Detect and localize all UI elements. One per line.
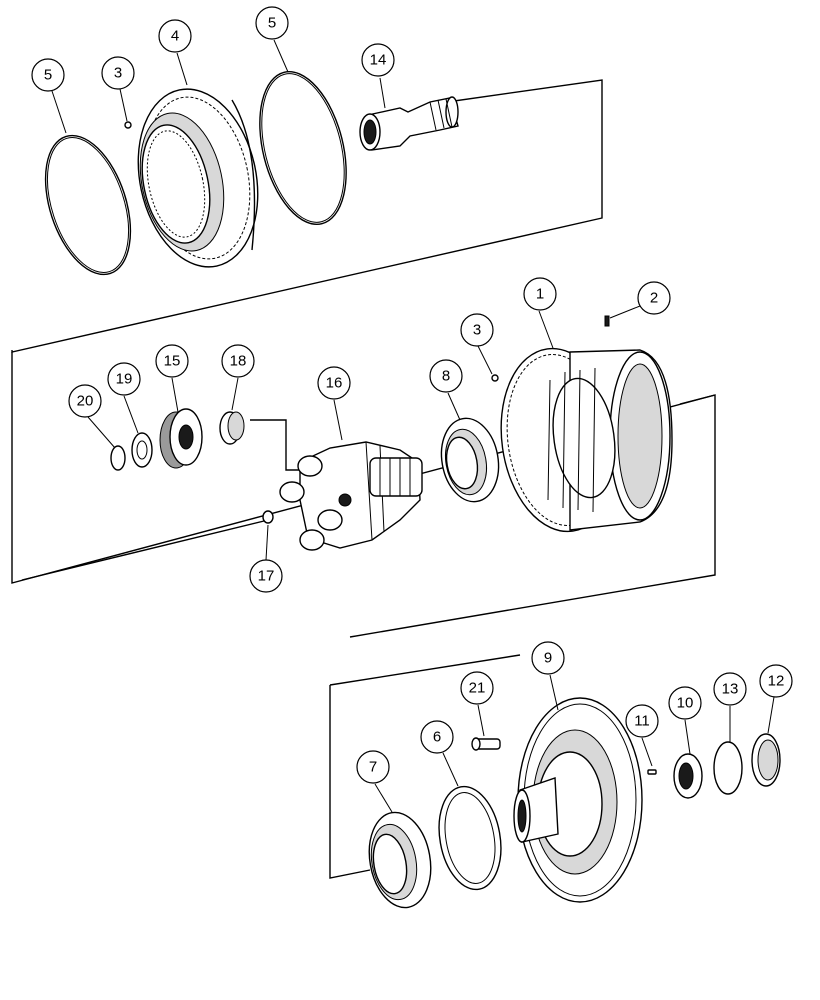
svg-text:7: 7	[369, 759, 377, 776]
svg-text:18: 18	[230, 353, 247, 370]
o-ring-6-inner	[444, 792, 496, 884]
callout-2: 2	[637, 281, 671, 315]
svg-text:19: 19	[116, 371, 133, 388]
svg-text:13: 13	[722, 681, 739, 698]
svg-text:5: 5	[44, 67, 52, 84]
svg-text:4: 4	[171, 28, 179, 45]
pin-17	[262, 510, 274, 524]
screw-2	[604, 315, 610, 327]
group-2-frame-left-top	[21, 519, 269, 581]
svg-text:3: 3	[473, 322, 481, 339]
svg-text:1: 1	[536, 286, 544, 303]
svg-text:3: 3	[114, 65, 122, 82]
svg-text:9: 9	[544, 650, 552, 667]
callout-21: 21	[460, 671, 494, 705]
seal-7	[368, 811, 432, 909]
svg-text:16: 16	[326, 375, 343, 392]
cap-12	[751, 733, 781, 787]
leader-lines	[51, 39, 775, 813]
bearing-18	[219, 411, 245, 445]
group-2-frame-right	[679, 394, 716, 405]
callout-4: 4	[158, 19, 192, 53]
snap-ring-20	[110, 445, 126, 471]
callout-7: 7	[356, 750, 390, 784]
svg-text:10: 10	[677, 695, 694, 712]
bolt-21	[471, 737, 501, 751]
callout-5-left: 5	[31, 58, 65, 92]
group-3-frame	[329, 685, 371, 879]
callout-1: 1	[523, 277, 557, 311]
ball-3-top	[124, 121, 132, 129]
callout-14: 14	[361, 43, 395, 77]
callout-6: 6	[420, 720, 454, 754]
callout-18: 18	[221, 344, 255, 378]
callout-16: 16	[317, 366, 351, 400]
callout-5-right: 5	[255, 6, 289, 40]
group-2-frame-mid	[250, 419, 300, 471]
callout-10: 10	[668, 686, 702, 720]
svg-text:5: 5	[268, 15, 276, 32]
group-1-frame	[11, 79, 603, 353]
seal-8	[440, 417, 500, 503]
callout-11: 11	[625, 704, 659, 738]
svg-text:20: 20	[77, 393, 94, 410]
o-ring-6	[438, 785, 502, 891]
planet-gear-15	[159, 408, 203, 469]
callout-15: 15	[155, 344, 189, 378]
svg-text:11: 11	[634, 713, 650, 730]
callout-20: 20	[68, 384, 102, 418]
o-ring-5-right-inner	[261, 73, 345, 223]
ring-gear-4	[137, 88, 259, 268]
callout-13: 13	[713, 672, 747, 706]
callout-9: 9	[531, 641, 565, 675]
housing-1	[500, 347, 673, 533]
hub-9	[513, 697, 643, 903]
svg-text:6: 6	[433, 729, 441, 746]
o-ring-5-left-inner	[47, 137, 129, 273]
svg-text:14: 14	[370, 52, 387, 69]
callout-19: 19	[107, 362, 141, 396]
o-ring-5-right	[259, 71, 347, 225]
shaft-coupler-14	[359, 96, 459, 151]
svg-text:17: 17	[258, 568, 275, 585]
callout-3-lower: 3	[460, 313, 494, 347]
nut-10	[673, 753, 703, 799]
svg-text:8: 8	[442, 368, 450, 385]
planet-carrier-16	[279, 441, 423, 551]
svg-text:15: 15	[164, 353, 181, 370]
o-ring-13	[713, 741, 743, 795]
pin-11	[647, 769, 657, 775]
callout-12: 12	[759, 664, 793, 698]
o-ring-5-left	[44, 134, 132, 276]
ball-3-lower	[491, 374, 499, 382]
svg-text:12: 12	[768, 673, 785, 690]
svg-text:2: 2	[650, 290, 658, 307]
callout-3-top: 3	[101, 56, 135, 90]
washer-19	[131, 432, 153, 468]
group-3-frame-top	[329, 654, 521, 686]
callout-8: 8	[429, 359, 463, 393]
callout-17: 17	[249, 559, 283, 593]
svg-text:21: 21	[469, 680, 486, 697]
